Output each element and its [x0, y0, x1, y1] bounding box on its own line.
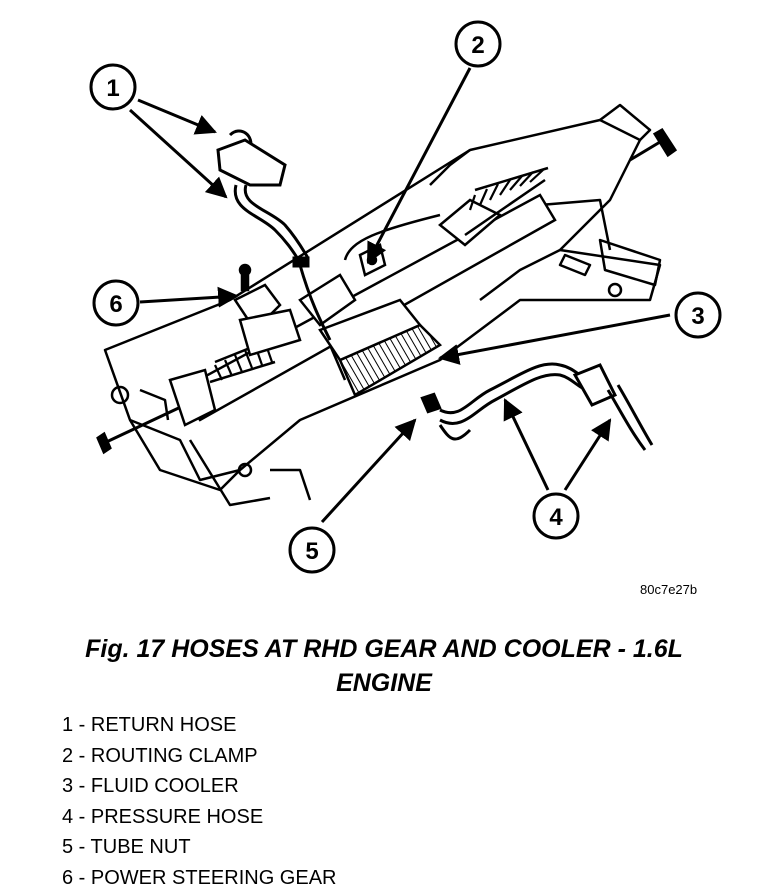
- callout-3: 3: [674, 291, 722, 339]
- tie-rod-ends: [96, 127, 678, 455]
- drawing-code: 80c7e27b: [640, 582, 698, 597]
- steering-rack: [168, 193, 557, 427]
- callout-2: 2: [454, 20, 502, 68]
- caption-line-2: ENGINE: [336, 669, 432, 697]
- figure-caption: Fig. 17 HOSES AT RHD GEAR AND COOLER - 1…: [0, 632, 768, 700]
- leader-4a: [503, 398, 550, 491]
- pressure-hose: [438, 362, 654, 451]
- svg-text:2: 2: [471, 32, 484, 59]
- svg-text:4: 4: [549, 504, 563, 531]
- svg-text:1: 1: [106, 75, 119, 102]
- svg-text:5: 5: [305, 538, 318, 565]
- leader-6: [139, 286, 240, 308]
- callout-1: 1: [89, 63, 137, 111]
- legend-item: 1 - RETURN HOSE: [62, 714, 237, 736]
- svg-text:6: 6: [109, 291, 122, 318]
- legend-item: 4 - PRESSURE HOSE: [62, 805, 264, 828]
- steering-hose-illustration: 1 2 3 4 5 6: [89, 20, 722, 574]
- leader-3: [437, 313, 671, 365]
- svg-text:3: 3: [691, 303, 704, 330]
- callout-4: 4: [532, 492, 580, 540]
- caption-line-1: Fig. 17 HOSES AT RHD GEAR AND COOLER - 1…: [85, 635, 683, 663]
- legend-item: 2 - ROUTING CLAMP: [62, 744, 258, 767]
- legend-item: 5 - TUBE NUT: [62, 836, 191, 858]
- callout-6: 6: [92, 279, 140, 327]
- legend-item: 6 - POWER STEERING GEAR: [62, 866, 337, 889]
- return-hose: [216, 129, 332, 341]
- fluid-cooler: [318, 298, 443, 397]
- power-steering-gear: [233, 263, 302, 357]
- legend-item: 3 - FLUID COOLER: [62, 775, 239, 797]
- leader-arrows: [128, 67, 671, 524]
- tube-nut: [420, 392, 442, 414]
- leader-5: [320, 418, 417, 524]
- legend-list: 1 - RETURN HOSE 2 - ROUTING CLAMP 3 - FL…: [62, 710, 336, 893]
- leader-2: [366, 67, 472, 264]
- leader-4b: [563, 418, 612, 491]
- callout-5: 5: [288, 526, 336, 574]
- leader-1a: [137, 98, 217, 135]
- leader-1b: [128, 108, 228, 199]
